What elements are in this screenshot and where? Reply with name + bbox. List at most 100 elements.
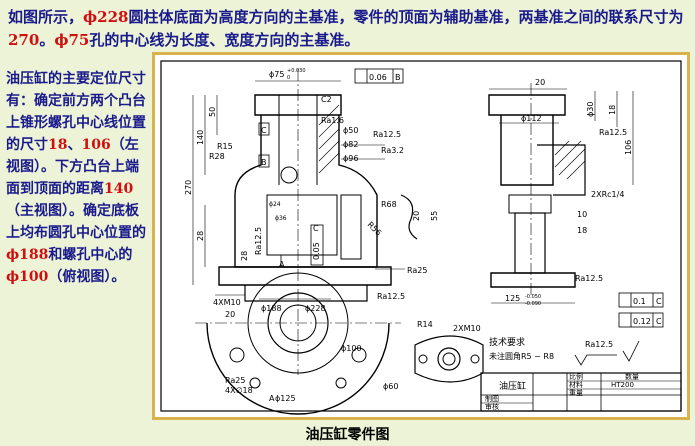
label-flatness: 0.06 (369, 73, 387, 82)
label-left-ra125b: Ra12.5 (575, 274, 603, 283)
drawing-caption: 油压缸零件图 (305, 427, 390, 443)
label-c2: C2 (321, 95, 332, 104)
label-28b: 28 (240, 251, 249, 261)
label-datum-b: B (395, 73, 401, 82)
expl-text-3: （主视图）。确定底板上均布圆孔中心位置的 (6, 203, 146, 241)
label-r68: R68 (381, 200, 397, 209)
expl-text-1: 油压缸的主要定位尺寸有：确定前方两个凸台上锥形螺孔中心线位置的尺寸 (6, 71, 146, 153)
label-phi112: ϕ112 (521, 114, 542, 123)
dim-phi75: ϕ75 (54, 31, 90, 49)
expl-text-5: （俯视图）。 (48, 269, 126, 285)
intro-paragraph: 如图所示，ϕ228圆柱体底面为高度方向的主基准，零件的顶面为辅助基准，两基准之间… (8, 6, 692, 52)
label-phi30: ϕ30 (586, 102, 595, 117)
label-phi50: ϕ50 (343, 126, 358, 135)
label-phi60: ϕ60 (383, 382, 398, 391)
title-block (480, 372, 682, 412)
label-2xm10: 2XM10 (453, 324, 481, 333)
left-labels: 20 ϕ112 ϕ30 18 106 Ra12.5 2XRc1/4 10 18 … (505, 78, 662, 326)
label-sec-a: A (269, 394, 275, 403)
label-ra32: Ra3.2 (381, 146, 404, 155)
tech-req-line: 未注圆角R5 ~ R8 (489, 351, 554, 361)
label-phi75: ϕ75 (269, 70, 284, 79)
label-r15: R15 (217, 142, 233, 151)
part-drawing-frame: ϕ75 +0.030 0 0.06 B C2 Ra1.6 ϕ50 ϕ82 ϕ96… (152, 52, 690, 420)
label-r14: R14 (417, 320, 433, 329)
label-tol-box: 0.1 (633, 297, 646, 306)
label-tol-datum: C (656, 297, 662, 306)
tech-req-title: 技术要求 (489, 336, 525, 348)
tb-material: 材料 (569, 380, 583, 389)
label-left-ra125: Ra12.5 (599, 128, 627, 137)
tb-weight: 重量 (569, 389, 583, 397)
tech-requirements: 技术要求 未注圆角R5 ~ R8 Ra12.5 (489, 336, 613, 361)
label-55: 55 (430, 211, 439, 221)
tb-material-val: HT200 (611, 381, 634, 389)
label-left-20: 20 (535, 78, 545, 87)
tb-checked: 审核 (485, 402, 499, 411)
label-par-datum: C (656, 317, 662, 326)
dim-270: 270 (8, 31, 40, 49)
label-phi96: ϕ96 (343, 154, 358, 163)
label-ra125b: Ra12.5 (254, 227, 263, 255)
label-tol-bot: 0 (287, 75, 290, 81)
label-ra125a: Ra12.5 (373, 130, 401, 139)
label-20: 20 (412, 211, 421, 221)
expl-dim-phi100: ϕ100 (6, 269, 49, 285)
label-perp: 0.05 (312, 242, 321, 260)
label-phi100: ϕ100 (341, 344, 362, 353)
label-section-a: A (279, 260, 285, 269)
left-view (488, 83, 664, 328)
front-labels: ϕ75 +0.030 0 0.06 B C2 Ra1.6 ϕ50 ϕ82 ϕ96… (184, 68, 439, 319)
expl-sep: 、 (67, 137, 82, 153)
dim-phi228: ϕ228 (83, 8, 129, 26)
label-4xm10: 4XM10 (213, 298, 241, 307)
tech-req-ra: Ra12.5 (585, 340, 613, 349)
expl-text-2: （左视图）。下方凸台上端面到顶面的距离 (6, 137, 139, 197)
intro-text-1: 如图所示， (8, 8, 84, 26)
label-140: 140 (196, 130, 205, 145)
label-rc: 2XRc1/4 (591, 190, 624, 199)
label-50: 50 (208, 107, 217, 117)
expl-text-4: 和螺孔中心的 (48, 247, 133, 263)
label-ra25: Ra25 (407, 266, 427, 275)
label-datum-c: C (261, 126, 267, 135)
expl-dim-18: 18 (48, 137, 68, 153)
top-view (195, 272, 484, 415)
label-270: 270 (184, 180, 193, 195)
label-tol2: -0.090 (525, 301, 541, 307)
drawing-border (160, 60, 682, 412)
label-phi228: ϕ228 (305, 304, 326, 313)
intro-text-2: 圆柱体底面为高度方向的主基准，零件的顶面为辅助基准，两基准之间的联系尺寸为 (128, 8, 684, 26)
label-phi36: ϕ36 (275, 215, 287, 222)
tb-qty: 数量 (625, 372, 639, 381)
title-block-text: 油压缸 比例 数量 材料 HT200 重量 制图 审核 (485, 372, 639, 411)
expl-dim-140: 140 (104, 181, 134, 197)
intro-text-4: 孔的中心线为长度、宽度方向的主基准。 (89, 31, 360, 49)
label-datum-c2: C (313, 224, 319, 233)
tb-drawn: 制图 (485, 394, 499, 403)
label-125: 125 (505, 294, 520, 303)
part-drawing: ϕ75 +0.030 0 0.06 B C2 Ra1.6 ϕ50 ϕ82 ϕ96… (160, 60, 682, 415)
tb-scale: 比例 (569, 372, 583, 381)
intro-text-3: 。 (39, 31, 55, 49)
label-ra16: Ra1.6 (321, 116, 344, 125)
label-left-18b: 18 (577, 226, 587, 235)
label-phi24: ϕ24 (269, 201, 281, 208)
label-phi125: ϕ125 (275, 394, 296, 403)
label-tol1: -0.050 (525, 294, 541, 300)
label-par-box: 0.12 (633, 317, 651, 326)
top-labels: R14 2XM10 ϕ100 ϕ60 ϕ125 Ra25 4X∅18 A (225, 320, 481, 403)
expl-dim-106: 106 (81, 137, 111, 153)
label-ra125c: Ra12.5 (377, 292, 405, 301)
label-28a: 28 (196, 231, 205, 241)
label-r56: R56 (366, 220, 384, 238)
label-10: 10 (577, 210, 587, 219)
label-106: 106 (624, 140, 633, 155)
label-phi82: ϕ82 (343, 140, 358, 149)
expl-dim-phi188: ϕ188 (6, 247, 49, 263)
label-holes: 4X∅18 (225, 386, 253, 395)
label-20b: 20 (225, 310, 235, 319)
label-tol-top: +0.030 (287, 68, 306, 74)
label-top-ra25: Ra25 (225, 376, 245, 385)
front-view (192, 68, 418, 375)
